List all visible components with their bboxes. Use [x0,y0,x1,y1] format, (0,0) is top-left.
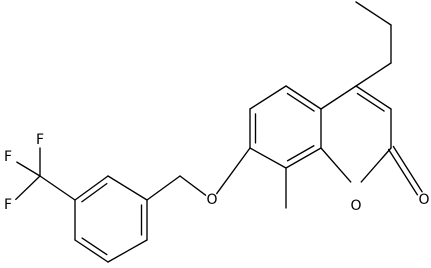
ring-bond-a1-a2 [107,175,148,201]
fluorine-left-label: F [4,149,12,165]
ether-oxygen-label: O [206,192,217,208]
benz-double-c8-c8a-inner [286,145,315,162]
pyrone-bond-o1-c8a [320,147,352,183]
benz-bond-c4a-c5 [285,85,322,110]
pyrone-bond-c2-o1 [360,147,392,183]
benz-bond-c8-c8a [285,147,322,169]
pyrone-double-c3-c4-inner [356,92,385,112]
pyrone-bond-c4a-c4 [320,85,357,110]
ring-double-a4-a5-inner [81,237,108,256]
cf-f2-bond [16,161,41,177]
ring-oxygen-label: O [350,198,361,214]
ring-bond-a2-a3 [74,175,109,201]
carbonyl-double-b [392,145,423,193]
fluorine-top-label: F [36,132,44,148]
cf3-bond [39,175,76,201]
butyl-bond-1 [355,1,392,26]
ether-bond-o-ch2 [179,175,207,196]
benzyl-ch2-bond [146,175,181,201]
benz-bond-c5-c6 [249,85,287,110]
ring-bond-a5-a6 [107,239,148,263]
carbonyl-oxygen-label: O [418,192,429,208]
atom-label-layer: O O O F F F [4,132,430,214]
pyrone-bond-c4-c3 [355,85,392,110]
ring-double-a2-a3-inner [81,182,108,203]
butyl-bond-3 [355,62,392,87]
carbonyl-double-a [387,148,419,196]
ring-bond-a4-a5 [74,239,109,263]
benz-double-c4a-c5-inner [286,92,315,112]
cf-f3-bond [15,175,41,201]
benz-bond-c7-c8 [249,147,287,169]
fluorine-bottom-label: F [4,197,12,213]
ether-bond-c7-o [216,147,251,195]
bond-layer [15,1,423,263]
